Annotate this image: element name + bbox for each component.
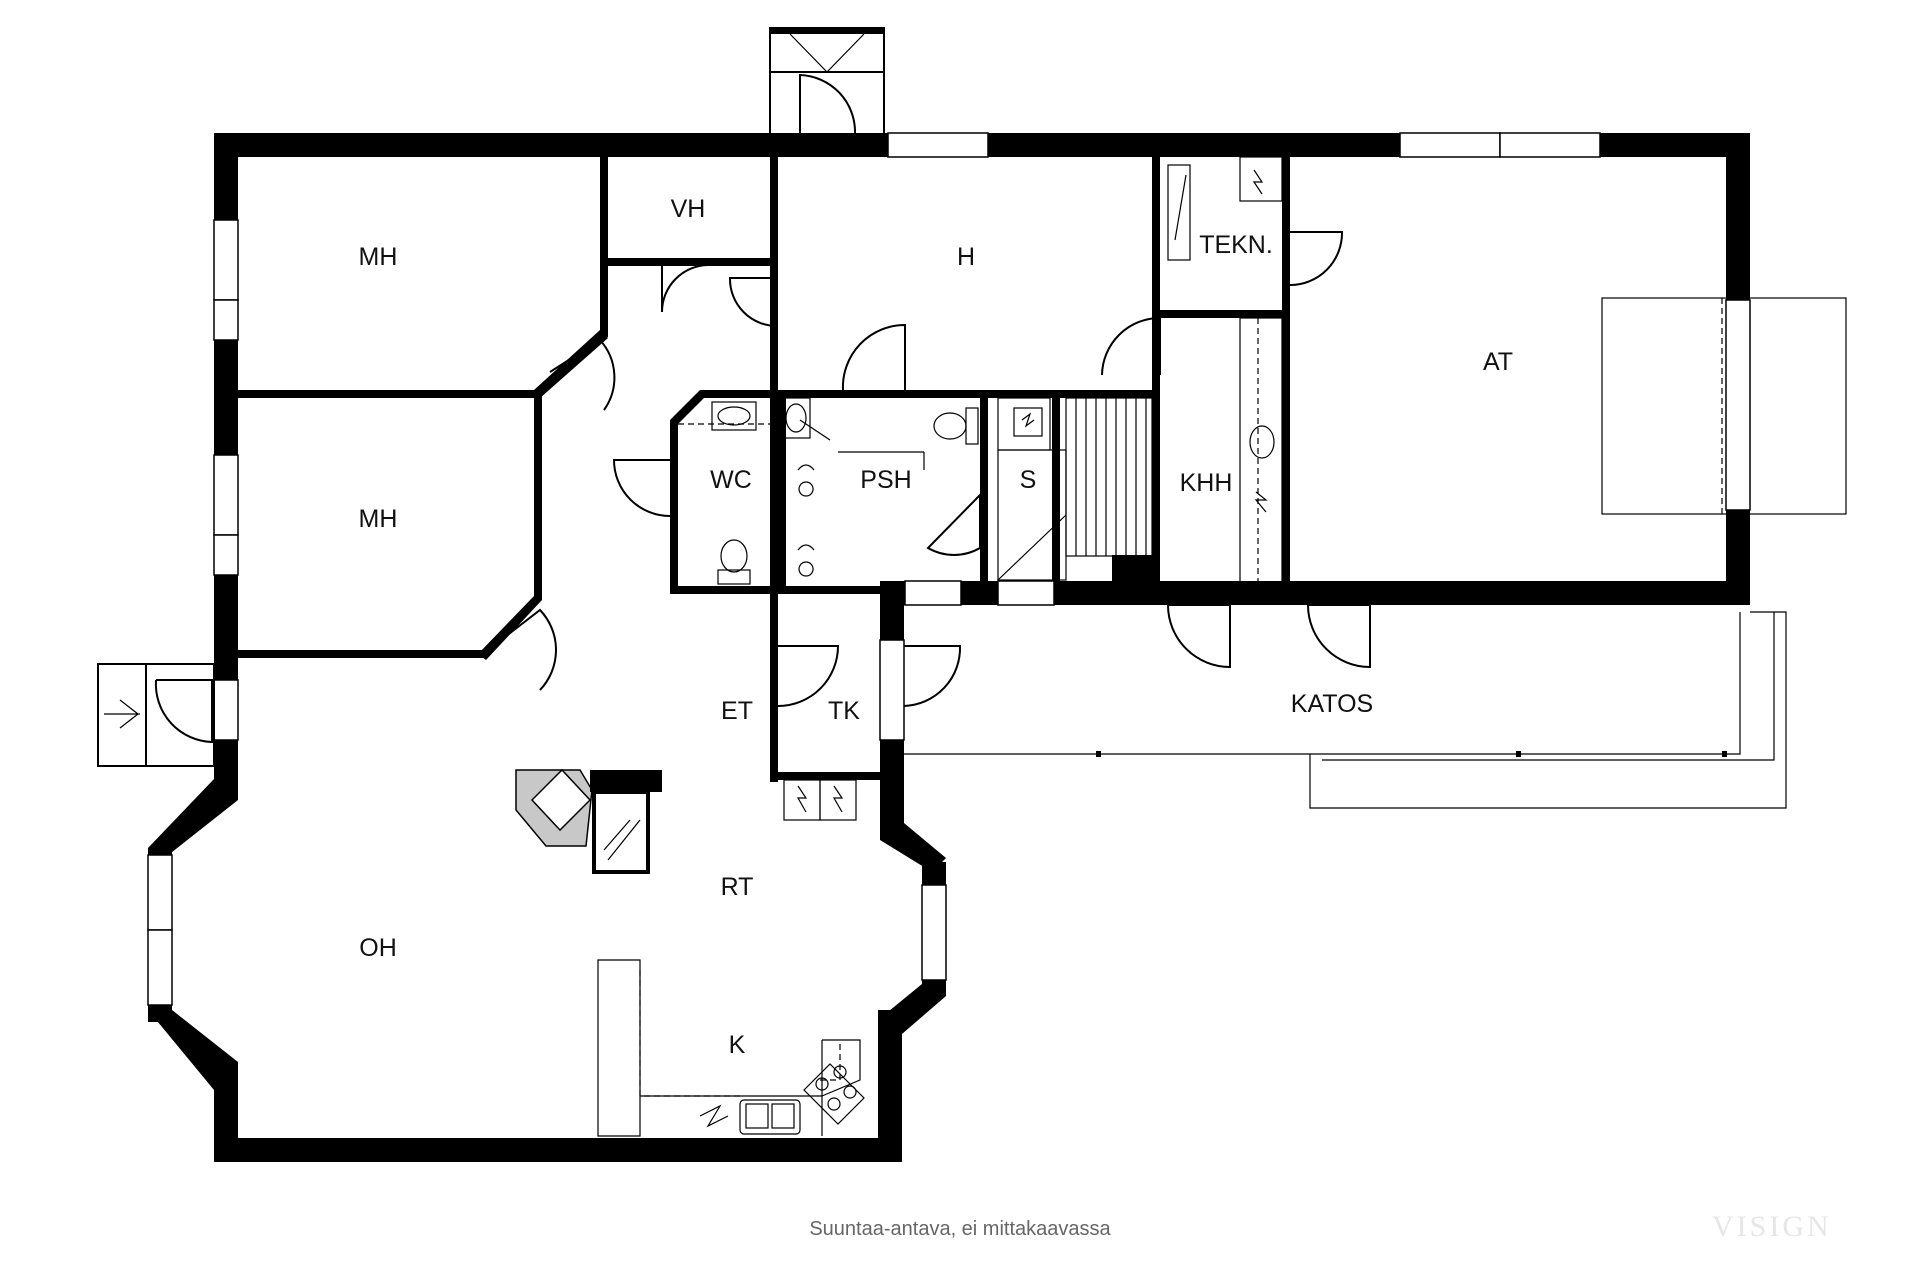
room-label-et: ET <box>721 697 753 725</box>
kitchen-counter <box>597 959 865 1137</box>
interior-walls <box>238 157 1290 782</box>
room-labels: MH MH VH H TEKN. AT WC PSH S KHH ET TK K… <box>359 195 1513 1059</box>
sauna-bench <box>1065 397 1153 557</box>
room-label-mh-1: MH <box>359 243 398 271</box>
room-label-rt: RT <box>721 873 754 901</box>
disclaimer-note: Suuntaa-antava, ei mittakaavassa <box>809 1218 1111 1240</box>
room-label-wc: WC <box>710 466 752 494</box>
room-label-mh-2: MH <box>359 505 398 533</box>
brand-watermark: VISIGN <box>1712 1210 1832 1243</box>
room-label-k: K <box>729 1031 746 1059</box>
room-label-tekn: TEKN. <box>1199 231 1273 259</box>
outdoor <box>904 297 1847 809</box>
room-label-h: H <box>957 243 975 271</box>
fireplace <box>515 768 662 874</box>
room-label-oh: OH <box>359 934 397 962</box>
room-label-vh: VH <box>671 195 706 223</box>
doors <box>97 27 1371 767</box>
fixtures <box>515 156 1283 1137</box>
room-label-s: S <box>1020 466 1037 494</box>
room-label-katos: KATOS <box>1291 690 1373 718</box>
windows <box>147 132 1751 1006</box>
room-label-at: AT <box>1483 348 1513 376</box>
room-label-tk: TK <box>828 697 860 725</box>
room-label-khh: KHH <box>1180 469 1233 497</box>
room-label-psh: PSH <box>860 466 911 494</box>
exterior-walls <box>148 133 1750 1162</box>
